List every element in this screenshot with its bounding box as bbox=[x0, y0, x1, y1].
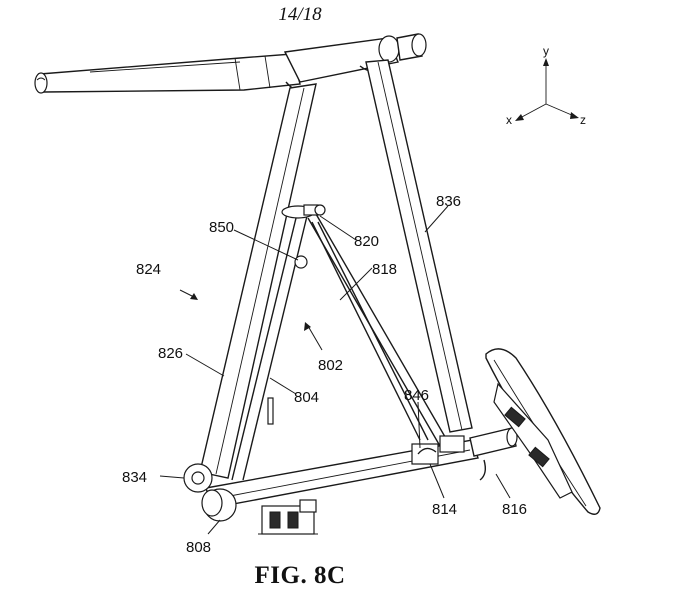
label-826: 826 bbox=[158, 345, 183, 362]
bicycle-frame-drawing: y x z bbox=[34, 33, 601, 556]
pivot-hub bbox=[183, 463, 237, 522]
saddle-clamp-a bbox=[504, 406, 526, 428]
crank-mechanism bbox=[258, 499, 318, 535]
rear-tube-body bbox=[365, 59, 473, 433]
leader-816 bbox=[495, 473, 511, 499]
z-axis-line bbox=[545, 103, 575, 117]
brace2-edge-b bbox=[317, 221, 429, 441]
node-hook bbox=[479, 459, 487, 481]
rear-tube bbox=[365, 59, 473, 433]
leader-lines bbox=[159, 205, 511, 535]
leader-834 bbox=[159, 475, 185, 479]
mechanism-gear-a bbox=[269, 511, 281, 529]
head-tube-end bbox=[378, 35, 400, 63]
x-axis-arrow-icon bbox=[515, 114, 524, 121]
label-824: 824 bbox=[136, 261, 161, 278]
leader-836 bbox=[424, 205, 449, 233]
mechanism-cap bbox=[299, 499, 317, 513]
knob-850 bbox=[294, 255, 308, 269]
top-tube-joint-2 bbox=[264, 55, 271, 89]
leader-820 bbox=[319, 215, 357, 241]
label-846: 846 bbox=[404, 387, 429, 404]
top-tube-highlight bbox=[89, 61, 241, 73]
page-number: 14/18 bbox=[278, 4, 322, 25]
leader-814 bbox=[429, 463, 445, 499]
leader-808 bbox=[207, 519, 221, 535]
rear-node bbox=[411, 435, 487, 481]
label-834: 834 bbox=[122, 469, 147, 486]
top-tube-joint bbox=[234, 57, 241, 91]
arrow-824-icon bbox=[190, 293, 198, 300]
upper-clamp bbox=[281, 204, 326, 269]
node-curve bbox=[417, 447, 437, 455]
rear-tube-edge bbox=[377, 61, 463, 431]
arrow-802-icon bbox=[304, 322, 311, 331]
arrow-802 bbox=[307, 325, 323, 351]
hub-808-face bbox=[201, 489, 223, 517]
node-block bbox=[411, 443, 439, 465]
head-junction bbox=[283, 33, 427, 95]
saddle-clamp-b bbox=[528, 446, 550, 468]
top-tube-end-lip bbox=[36, 77, 46, 81]
leader-818 bbox=[339, 267, 373, 301]
saddle bbox=[485, 348, 601, 515]
top-tube bbox=[34, 53, 301, 94]
leader-804 bbox=[269, 377, 297, 395]
front-tube bbox=[199, 83, 317, 479]
axis-label-y: y bbox=[543, 44, 549, 58]
z-axis-arrow-icon bbox=[570, 112, 579, 119]
label-804: 804 bbox=[294, 389, 319, 406]
label-836: 836 bbox=[436, 193, 461, 210]
axis-label-x: x bbox=[506, 113, 512, 127]
inner-strut-edge-a bbox=[231, 213, 298, 481]
label-816: 816 bbox=[502, 501, 527, 518]
brace2-edge-a bbox=[311, 221, 421, 441]
y-axis-arrow-icon bbox=[543, 58, 549, 66]
inner-strut-clip bbox=[267, 397, 274, 425]
reference-labels: 850 820 818 836 824 802 826 804 846 834 … bbox=[122, 193, 527, 556]
front-tube-body bbox=[199, 83, 317, 479]
figure-caption: FIG. 8C bbox=[254, 562, 346, 589]
clamp-bolt bbox=[314, 204, 326, 216]
top-tube-open-end bbox=[34, 72, 48, 94]
x-axis-line bbox=[519, 103, 547, 119]
node-collar bbox=[439, 435, 465, 453]
axis-label-z: z bbox=[580, 113, 586, 127]
hinge-834-pin bbox=[191, 471, 205, 485]
head-cap-end bbox=[411, 33, 427, 57]
label-808: 808 bbox=[186, 539, 211, 556]
bottom-tube-extension bbox=[469, 427, 517, 457]
label-818: 818 bbox=[372, 261, 397, 278]
mechanism-gear-b bbox=[287, 511, 299, 529]
head-tube bbox=[283, 37, 399, 83]
leader-826 bbox=[185, 353, 225, 377]
axis-triad: y x z bbox=[506, 44, 586, 127]
front-tube-edge bbox=[215, 87, 305, 475]
brace-edge-b bbox=[315, 213, 449, 443]
label-850: 850 bbox=[209, 219, 234, 236]
leader-850 bbox=[233, 229, 299, 261]
label-814: 814 bbox=[432, 501, 457, 518]
leader-846 bbox=[417, 401, 421, 449]
top-tube-body bbox=[39, 53, 301, 93]
label-820: 820 bbox=[354, 233, 379, 250]
label-802: 802 bbox=[318, 357, 343, 374]
